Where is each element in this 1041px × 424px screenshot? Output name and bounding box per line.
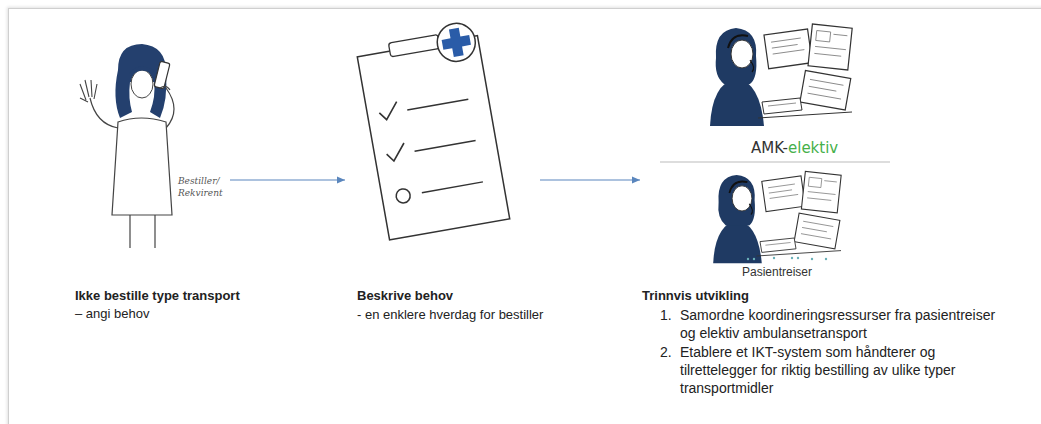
arrow-line bbox=[540, 179, 640, 180]
list-number: 2. bbox=[660, 343, 672, 361]
step-text: - en enklere hverdag for bestiller bbox=[357, 307, 543, 323]
flow-arrow bbox=[540, 177, 640, 184]
arrow-head bbox=[632, 177, 640, 184]
panel-label: Pasientreiser bbox=[742, 265, 812, 280]
operator-figure bbox=[710, 24, 852, 126]
panel-label: elektiv bbox=[788, 139, 838, 157]
step-column: Trinnvis utvikling 1. Samordne koordinerin… bbox=[640, 10, 1020, 410]
flow-arrow bbox=[230, 177, 345, 184]
list-number: 1. bbox=[660, 306, 672, 324]
step-heading: Trinnvis utvikling bbox=[642, 288, 749, 304]
separator-line bbox=[660, 162, 890, 163]
dot-decoration bbox=[747, 257, 827, 260]
arrow-line bbox=[230, 179, 345, 180]
person-figure bbox=[80, 44, 174, 248]
dispatch-panel: Pasientreiser bbox=[695, 165, 880, 280]
operator-figure bbox=[713, 171, 841, 263]
list-text: Etablere et IKT-system som håndterer og … bbox=[680, 343, 998, 397]
list-text: Samordne koordineringsressurser fra pasi… bbox=[680, 306, 998, 342]
step-column: Beskrive behov - en enklere hverdag for b… bbox=[345, 20, 540, 330]
panel-label: AMK- bbox=[751, 139, 788, 157]
figure-label: Bestiller/ Rekvirent bbox=[178, 175, 230, 199]
step-column: Bestiller/ RekvirentIkke bestille type t… bbox=[60, 40, 230, 330]
step-text: – angi behov bbox=[75, 306, 149, 322]
arrow-head bbox=[337, 177, 345, 184]
step-heading: Ikke bestille type transport bbox=[75, 288, 240, 304]
clipboard-figure bbox=[355, 20, 510, 240]
step-heading: Beskrive behov bbox=[357, 288, 453, 304]
dispatch-panel: AMK-elektiv bbox=[695, 15, 880, 160]
